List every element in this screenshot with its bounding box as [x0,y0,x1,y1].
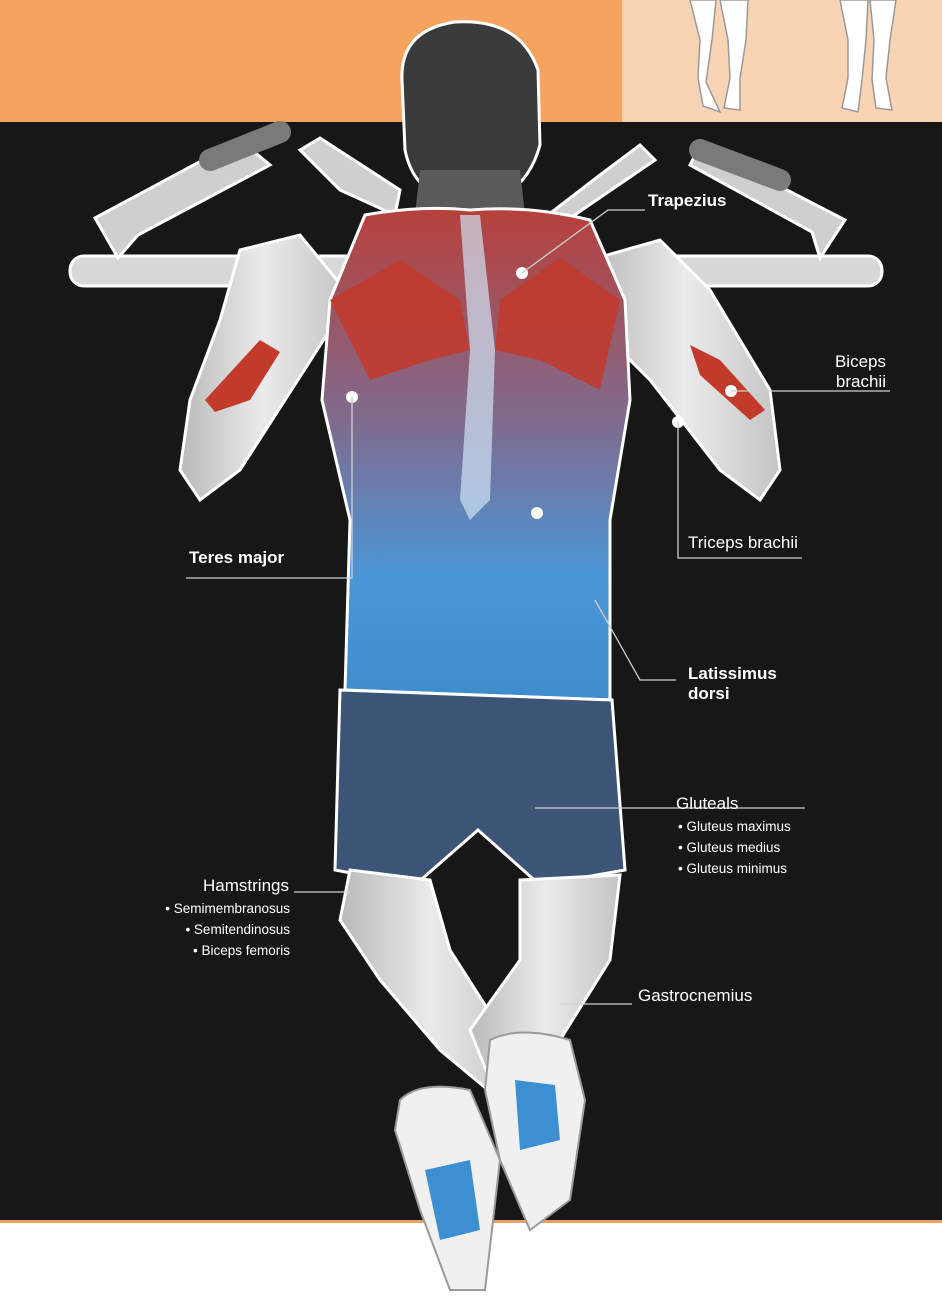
label-latissimus-line1: Latissimus [688,664,777,684]
label-gastrocnemius: Gastrocnemius [638,986,752,1006]
hamstrings-item: • Biceps femoris [120,940,290,961]
label-teres-major: Teres major [189,548,284,568]
label-biceps-brachii: Biceps brachii [790,352,886,392]
label-trapezius: Trapezius [648,191,726,211]
label-gluteals: Gluteals [676,794,738,814]
label-biceps-line2: brachii [790,372,886,392]
label-biceps-line1: Biceps [790,352,886,372]
label-latissimus-dorsi: Latissimus dorsi [688,664,777,704]
label-triceps-brachii: Triceps brachii [688,533,798,553]
hamstrings-list: • Semimembranosus • Semitendinosus • Bic… [120,898,290,961]
gluteals-item: • Gluteus maximus [678,816,791,837]
gluteals-list: • Gluteus maximus • Gluteus medius • Glu… [678,816,791,879]
label-latissimus-line2: dorsi [688,684,777,704]
label-hamstrings: Hamstrings [150,876,289,896]
hamstrings-item: • Semimembranosus [120,898,290,919]
gluteals-item: • Gluteus minimus [678,858,791,879]
gluteals-item: • Gluteus medius [678,837,791,858]
latissimus-dot [531,507,543,519]
right-shoe-accent [515,1080,560,1150]
hamstrings-item: • Semitendinosus [120,919,290,940]
